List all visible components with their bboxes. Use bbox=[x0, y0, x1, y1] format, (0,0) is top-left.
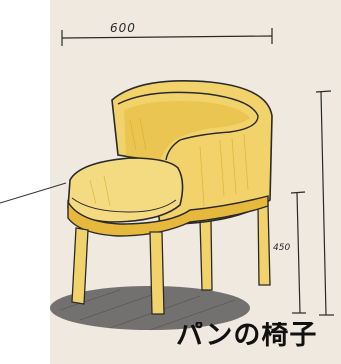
total-height-dimension bbox=[315, 90, 334, 316]
back-legs bbox=[199, 204, 271, 291]
seat-height-dimension bbox=[290, 191, 306, 314]
chair-seat bbox=[67, 157, 269, 237]
width-dimension-label: 600 bbox=[110, 21, 136, 35]
width-dimension bbox=[61, 28, 273, 46]
floor-shadow bbox=[50, 286, 250, 330]
pencil-texture bbox=[89, 117, 249, 207]
sketch-caption: パンの椅子 bbox=[176, 322, 318, 349]
front-legs bbox=[71, 227, 165, 315]
seat-height-label: 450 bbox=[273, 243, 291, 253]
chair-backrest bbox=[111, 80, 273, 225]
leader-line bbox=[0, 182, 67, 204]
